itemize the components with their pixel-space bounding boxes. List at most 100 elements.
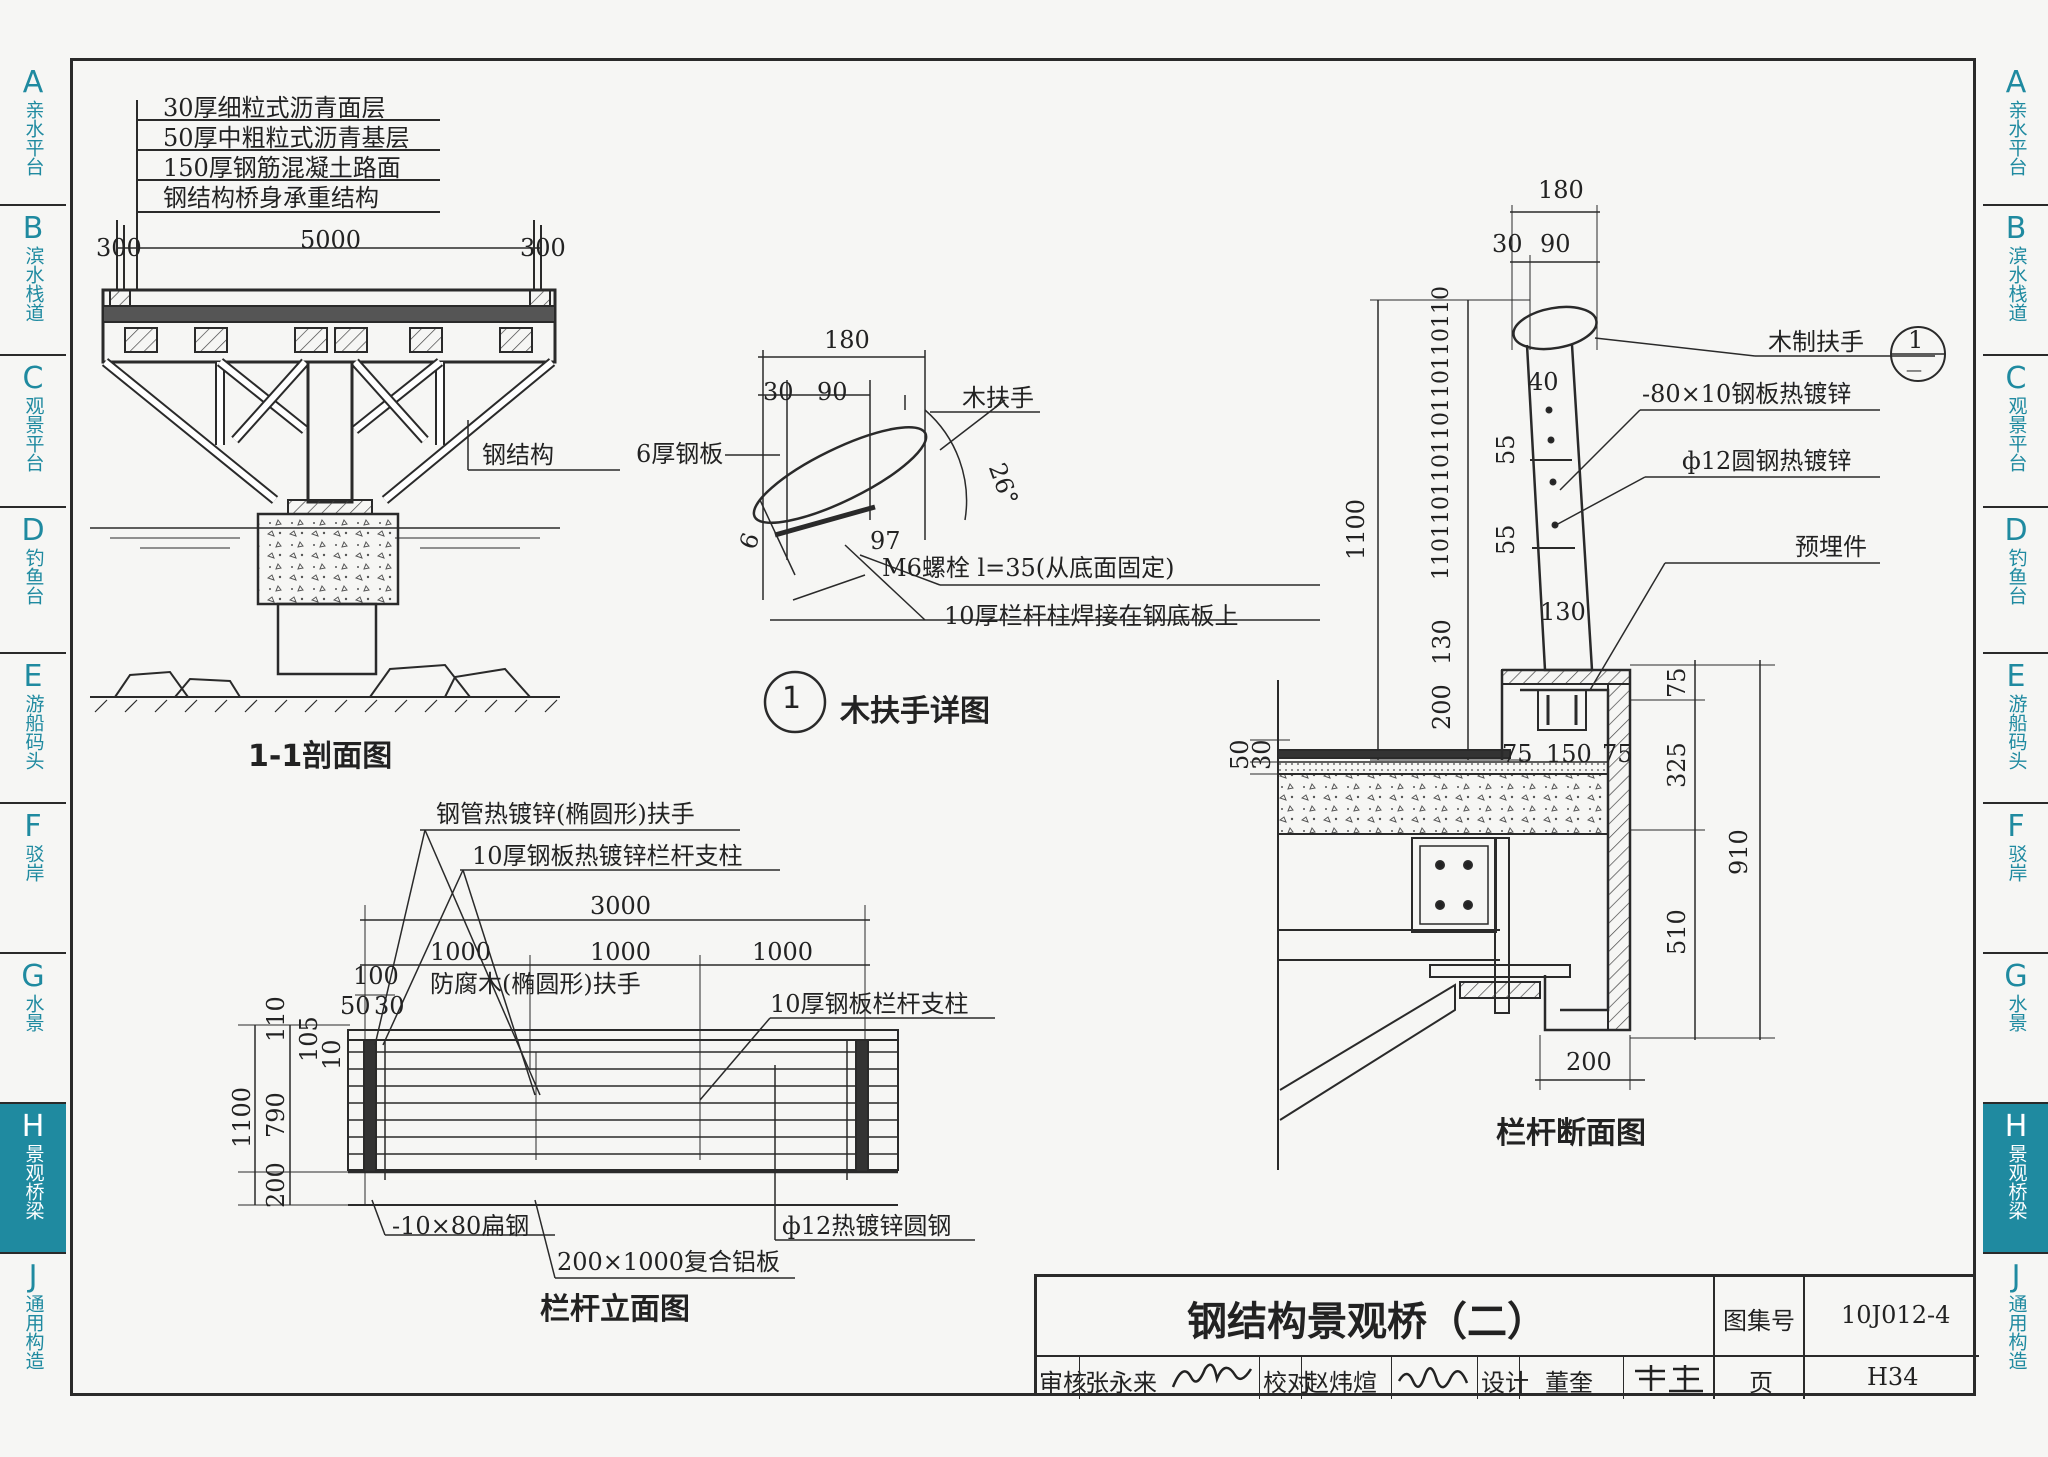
designer-signature	[1635, 1365, 1703, 1393]
vdim-1100: 1100	[228, 1086, 256, 1148]
embedded-part-label: 预埋件	[1795, 533, 1867, 561]
layer-label-2: 50厚中粗粒式沥青基层	[163, 124, 410, 152]
drawing-frame	[70, 58, 1976, 1396]
tab-letter: D	[2004, 513, 2028, 548]
rs-vdim-1100: 1100	[1342, 498, 1370, 560]
dim-3000: 3000	[590, 892, 652, 920]
tab-letter: D	[21, 513, 45, 548]
drawing-title: 钢结构景观桥（二）	[1187, 1299, 1547, 1345]
tab-letter: B	[2005, 211, 2027, 246]
tab-letter: E	[23, 659, 43, 694]
tab-letter: C	[22, 361, 44, 396]
tab-letter: C	[2005, 361, 2027, 396]
dim-300-left: 300	[96, 234, 142, 262]
rs-dim-40: 40	[1528, 368, 1559, 396]
tab-letter: F	[2007, 809, 2025, 844]
rail-section-title: 栏杆断面图	[1496, 1116, 1646, 1151]
rs-dim-130: 130	[1540, 598, 1586, 626]
dim-300-right: 300	[520, 234, 566, 262]
detail-dim-180: 180	[824, 326, 870, 354]
rs-vdim-stack: 110110110110110110110	[1429, 286, 1454, 580]
checker-name: 赵炜煊	[1305, 1369, 1377, 1397]
tab-name: 钓鱼台	[2005, 548, 2028, 605]
ref-sheet: —	[1906, 360, 1922, 379]
vdim-110: 110	[262, 996, 290, 1042]
design-label: 设计	[1481, 1369, 1529, 1397]
tab-name: 观景平台	[22, 396, 45, 472]
dim-5000: 5000	[300, 226, 362, 254]
galvanized-post-label: 10厚钢板热镀锌栏杆支柱	[472, 842, 743, 870]
tab-letter: B	[22, 211, 44, 246]
elevation-drawing	[238, 829, 995, 1279]
check-label: 校对	[1263, 1369, 1311, 1397]
title-block: 钢结构景观桥（二） 图集号 10J012-4 审核 张永来 校对 赵炜煊 设计 …	[1034, 1274, 1979, 1399]
rs-dim-180: 180	[1538, 176, 1584, 204]
tab-letter: A	[2005, 65, 2027, 100]
wood-handrail-label: 防腐木(椭圆形)扶手	[430, 970, 641, 998]
atlas-label: 图集号	[1723, 1307, 1795, 1335]
tab-letter: J	[28, 1259, 38, 1294]
tab-name: 景观桥梁	[22, 1144, 45, 1220]
rod-label: ф12热镀锌圆钢	[782, 1212, 952, 1240]
dim-30: 30	[374, 992, 405, 1020]
rs-vdim-75: 75	[1663, 667, 1691, 698]
tab-name: 钓鱼台	[22, 548, 45, 605]
ref-number: 1	[1908, 326, 1924, 354]
reviewer-name: 张永来	[1085, 1369, 1157, 1397]
steel-plate-label: 6厚钢板	[636, 440, 724, 468]
rs-dim-30b: 30	[1248, 739, 1276, 770]
designer-name: 董奎	[1545, 1369, 1593, 1397]
tab-letter: G	[2004, 959, 2028, 994]
tab-name: 游船码头	[22, 694, 45, 770]
steel-structure-label: 钢结构	[482, 441, 554, 469]
flat-steel-label: -10×80扁钢	[392, 1212, 530, 1240]
rs-vdim-325: 325	[1663, 742, 1691, 788]
page-number: H34	[1867, 1363, 1919, 1391]
detail-1-drawing	[725, 350, 1320, 734]
rs-dim-75a: 75	[1502, 740, 1533, 768]
bolt-label: M6螺栓 l=35(从底面固定)	[882, 554, 1175, 582]
dim-100: 100	[353, 962, 399, 990]
rs-vdim-510: 510	[1663, 909, 1691, 955]
post-label: 10厚钢板栏杆支柱	[770, 990, 969, 1018]
rs-vdim-200: 200	[1428, 684, 1456, 730]
detail-number: 1	[782, 681, 802, 716]
tab-name: 水景	[22, 994, 45, 1032]
tab-letter: A	[22, 65, 44, 100]
tab-name: 通用构造	[2005, 1294, 2028, 1370]
section-1-1-title: 1-1剖面图	[248, 739, 393, 774]
tab-letter: G	[21, 959, 45, 994]
reviewer-signature	[1171, 1363, 1253, 1388]
rs-dim-30: 30	[1492, 230, 1523, 258]
elevation-title: 栏杆立面图	[540, 1292, 690, 1327]
rs-dim-55b: 55	[1492, 524, 1520, 555]
wood-handrail-label-2: 木制扶手	[1768, 328, 1864, 356]
pipe-handrail-label: 钢管热镀锌(椭圆形)扶手	[436, 800, 695, 828]
vdim-10: 10	[318, 1039, 346, 1070]
tab-letter: H	[21, 1109, 45, 1144]
review-label: 审核	[1039, 1369, 1087, 1397]
tab-name: 观景平台	[2005, 396, 2028, 472]
aluminum-label: 200×1000复合铝板	[557, 1248, 780, 1276]
